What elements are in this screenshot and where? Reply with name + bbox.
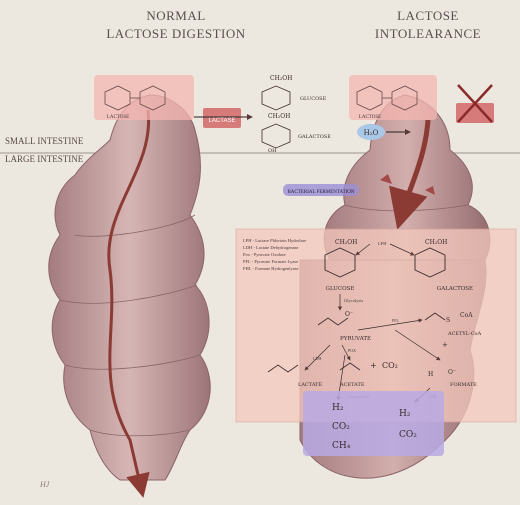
svg-text:O⁻: O⁻ — [448, 369, 456, 376]
acetate-label: ACETATE — [339, 382, 365, 388]
svg-text:+: + — [370, 361, 377, 370]
right-lactase-box — [456, 103, 494, 123]
right-lactose-box — [349, 75, 437, 120]
artist-signature: HJ — [39, 480, 50, 489]
svg-text:PFL: PFL — [392, 318, 399, 323]
svg-text:S: S — [446, 317, 450, 324]
left-lactase-label: LACTASE — [209, 118, 236, 124]
glucose-label: GLUCOSE — [326, 286, 355, 292]
gas-co2-right: CO₂ — [399, 430, 417, 440]
galactose-label: GALACTOSE — [437, 286, 473, 292]
gas-h2-right: H₂ — [399, 409, 411, 419]
svg-text:CH₂OH: CH₂OH — [335, 239, 357, 246]
lactate-label: LACTATE — [298, 382, 322, 388]
svg-text:LDH - Lactate Dehydrogenase: LDH - Lactate Dehydrogenase — [243, 245, 298, 250]
svg-text:CoA: CoA — [460, 312, 473, 319]
svg-text:CH₂OH: CH₂OH — [425, 239, 447, 246]
svg-text:Pox - Pyruvate Oxidase: Pox - Pyruvate Oxidase — [243, 252, 286, 257]
left-galactose-molecule: CH₂OH GALACTOSE OH — [262, 113, 331, 154]
gas-box — [303, 391, 444, 456]
left-heading-line2: LACTOSE DIGESTION — [106, 26, 245, 41]
co2-label: CO₂ — [382, 361, 398, 370]
left-galactose-label: GALACTOSE — [298, 134, 331, 140]
large-intestine-label: LARGE INTESTINE — [5, 154, 84, 164]
svg-text:LDH: LDH — [313, 356, 321, 361]
water-label: H₂O — [364, 129, 379, 137]
lph-label: LPH — [378, 241, 387, 246]
glycolysis-label: Glycolysis — [344, 298, 363, 303]
pyruvate-label: PYRUVATE — [340, 336, 371, 342]
svg-text:H: H — [428, 371, 433, 378]
bacterial-fermentation-label: BACTERIAL FERMENTATION — [287, 190, 354, 195]
svg-text:PFL - Pyruvate Formate Lyase: PFL - Pyruvate Formate Lyase — [243, 259, 298, 264]
right-heading-line2: INTOLEARANCE — [375, 26, 481, 41]
right-lactose-label: LACTOSE — [359, 115, 381, 120]
svg-text:POX: POX — [348, 348, 356, 353]
gas-co2: CO₂ — [332, 422, 350, 432]
svg-text:LPH - Lactase Phlorizin Hydrol: LPH - Lactase Phlorizin Hydrolase — [243, 238, 306, 243]
svg-text:+: + — [442, 341, 448, 349]
gas-h2: H₂ — [332, 403, 344, 413]
acetyl-coa-label: ACETYL-CoA — [447, 331, 482, 337]
formate-label: FORMATE — [450, 382, 477, 388]
left-lactose-box — [94, 75, 194, 120]
left-glucose-molecule: CH₂OH GLUCOSE — [262, 75, 327, 110]
right-heading-line1: LACTOSE — [397, 8, 459, 23]
svg-text:CH₂OH: CH₂OH — [270, 75, 292, 82]
svg-text:OH: OH — [268, 148, 277, 154]
svg-text:CH₂OH: CH₂OH — [268, 113, 290, 120]
svg-text:O⁻: O⁻ — [345, 311, 353, 318]
left-glucose-label: GLUCOSE — [300, 96, 327, 102]
left-lactose-label: LACTOSE — [107, 115, 129, 120]
small-intestine-label: SMALL INTESTINE — [5, 136, 84, 146]
svg-text:FHL - Formate Hydrogenlyase: FHL - Formate Hydrogenlyase — [243, 266, 298, 271]
gas-ch4: CH₄ — [332, 441, 351, 451]
left-heading-line1: NORMAL — [146, 8, 205, 23]
